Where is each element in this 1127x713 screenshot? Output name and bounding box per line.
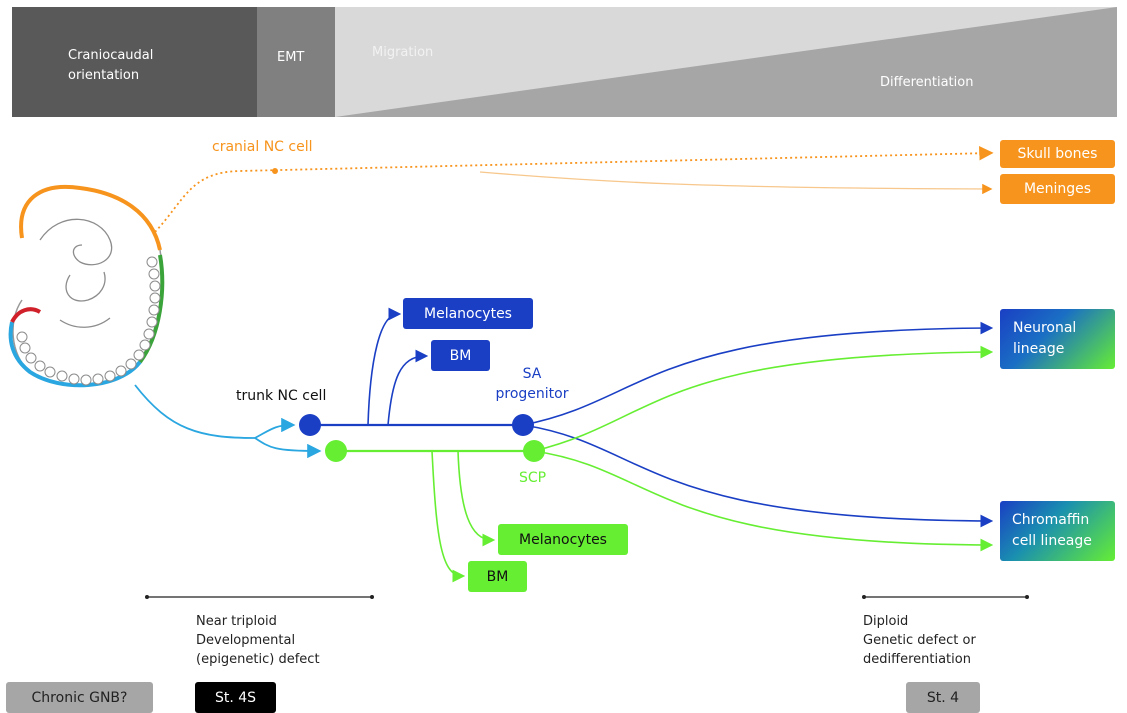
blue-to-neuronal	[522, 321, 994, 426]
chronic-gnb-badge: Chronic GNB?	[6, 682, 153, 713]
meninges-box: Meninges	[1000, 174, 1115, 204]
blue-to-bm	[387, 349, 429, 426]
sa-progenitor-label: SA progenitor	[495, 366, 569, 402]
triploid-text: Near triploid Developmental (epigenetic)…	[196, 614, 320, 667]
blue-melanocytes-box: Melanocytes	[403, 298, 533, 329]
sa-progenitor-node	[512, 414, 534, 436]
stage-4-badge: St. 4	[906, 682, 980, 713]
green-melanocytes-box: Melanocytes	[498, 524, 628, 555]
trunk-branch-blue	[254, 417, 296, 439]
cranial-nc-label: cranial NC cell	[212, 139, 313, 155]
trunk-nc-node-green	[325, 440, 347, 462]
trunk-nc-label: trunk NC cell	[236, 388, 327, 404]
green-bm-box: BM	[468, 561, 527, 592]
cranial-path	[154, 146, 994, 233]
phase-orientation-block	[12, 7, 257, 117]
embryo-icon	[8, 184, 165, 388]
stage-4s-badge: St. 4S	[195, 682, 276, 713]
phase-migration-label: Migration	[372, 45, 434, 60]
green-to-bm	[431, 450, 466, 583]
neuronal-lineage-box: Neuronal lineage	[1000, 309, 1115, 369]
phase-differentiation-label: Differentiation	[880, 75, 974, 90]
green-to-chromaffin	[533, 450, 994, 552]
blue-to-melanocytes	[367, 307, 402, 426]
right-scale-bar	[862, 595, 1029, 599]
blue-bm-box: BM	[431, 340, 490, 371]
meninges-path	[479, 171, 993, 195]
trunk-migration-path	[134, 384, 256, 439]
phase-emt-block	[257, 7, 335, 117]
scp-node	[523, 440, 545, 462]
green-to-melanocytes	[457, 450, 496, 547]
phase-emt-label: EMT	[277, 50, 305, 65]
left-scale-bar	[145, 595, 374, 599]
trunk-branch-green	[254, 437, 322, 459]
diploid-text: Diploid Genetic defect or dedifferentiat…	[863, 614, 976, 667]
phase-orientation-label: Craniocaudal orientation	[68, 48, 154, 83]
chromaffin-lineage-box: Chromaffin cell lineage	[1000, 501, 1115, 561]
scp-label: SCP	[519, 470, 547, 486]
blue-to-chromaffin	[522, 424, 994, 528]
trunk-nc-node-blue	[299, 414, 321, 436]
cranial-node	[272, 168, 278, 174]
skull-bones-box: Skull bones	[1000, 140, 1115, 168]
green-to-neuronal	[533, 345, 994, 452]
